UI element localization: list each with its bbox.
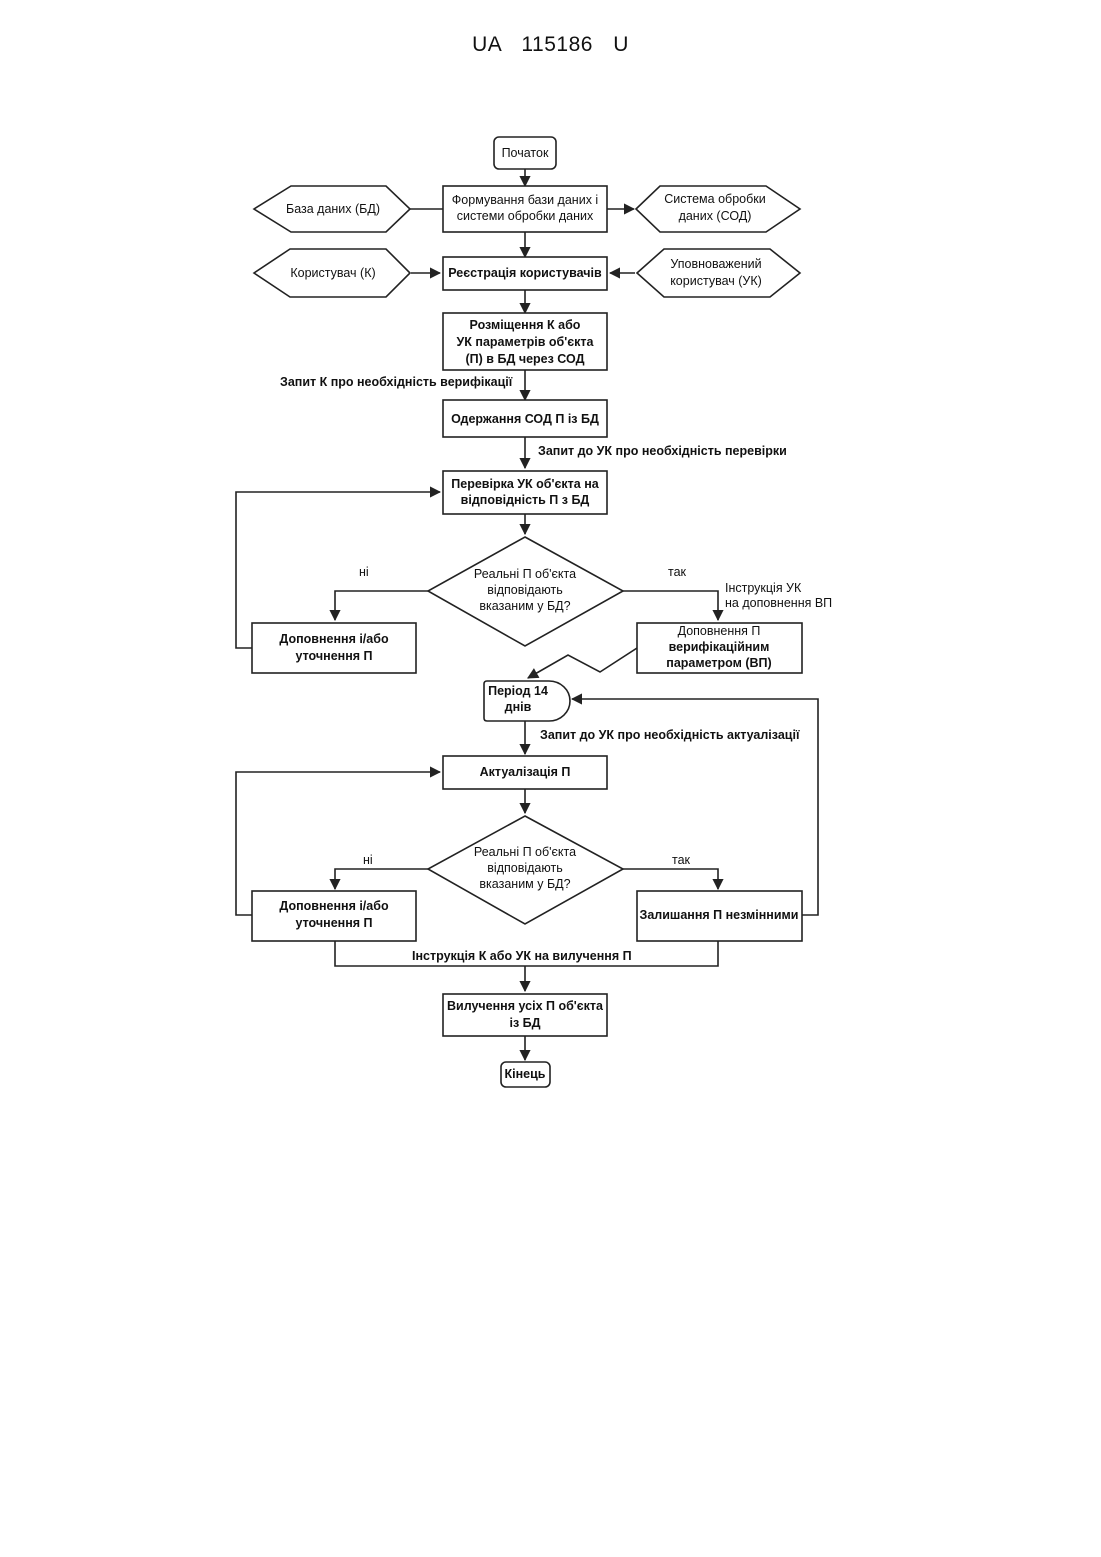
supplement-vp-node: Доповнення П верифікаційним параметром (… bbox=[637, 623, 802, 673]
remove-label-2: із БД bbox=[509, 1016, 540, 1030]
form-database-label-1: Формування бази даних і bbox=[452, 193, 598, 207]
decision-2-label-3: вказаним у БД? bbox=[479, 877, 570, 891]
start-label: Початок bbox=[502, 146, 549, 160]
keep-label: Залишання П незмінними bbox=[640, 908, 799, 922]
processing-system-label-2: даних (СОД) bbox=[679, 209, 752, 223]
end-node: Кінець bbox=[501, 1062, 550, 1087]
update-request-label: Запит до УК про необхідність актуалізаці… bbox=[540, 728, 800, 742]
processing-system-node: Система обробки даних (СОД) bbox=[636, 186, 800, 232]
supplement-vp-label-3: параметром (ВП) bbox=[666, 656, 771, 670]
decision-2-no-label: ні bbox=[363, 853, 373, 867]
period-node: Період 14 днів bbox=[484, 681, 570, 721]
decision-1-label-2: відповідають bbox=[487, 583, 562, 597]
decision-1-label-3: вказаним у БД? bbox=[479, 599, 570, 613]
check-label-1: Перевірка УК об'єкта на bbox=[451, 477, 599, 491]
registration-label: Реєстрація користувачів bbox=[448, 266, 602, 280]
period-label-2: днів bbox=[505, 700, 532, 714]
update-label: Актуалізація П bbox=[480, 765, 571, 779]
supplement-2-label-1: Доповнення і/або bbox=[279, 899, 389, 913]
remove-node: Вилучення усіх П об'єкта із БД bbox=[443, 994, 607, 1036]
user-label: Користувач (К) bbox=[290, 266, 375, 280]
verification-request-label: Запит К про необхідність верифікації bbox=[280, 375, 513, 389]
decision-2-node: Реальні П об'єкта відповідають вказаним … bbox=[428, 816, 623, 924]
authorized-user-node: Уповноважений користувач (УК) bbox=[637, 249, 800, 297]
database-label: База даних (БД) bbox=[286, 202, 380, 216]
user-node: Користувач (К) bbox=[254, 249, 410, 297]
start-node: Початок bbox=[494, 137, 556, 169]
placement-label-3: (П) в БД через СОД bbox=[466, 352, 585, 366]
decision-1-node: Реальні П об'єкта відповідають вказаним … bbox=[428, 537, 623, 646]
processing-system-label-1: Система обробки bbox=[664, 192, 765, 206]
receive-label: Одержання СОД П із БД bbox=[451, 412, 599, 426]
decision-2-yes-label: так bbox=[672, 853, 691, 867]
database-node: База даних (БД) bbox=[254, 186, 410, 232]
supplement-1-node: Доповнення і/або уточнення П bbox=[252, 623, 416, 673]
decision-1-no-label: ні bbox=[359, 565, 369, 579]
form-database-node: Формування бази даних і системи обробки … bbox=[443, 186, 607, 232]
check-node: Перевірка УК об'єкта на відповідність П … bbox=[443, 471, 607, 514]
remove-label-1: Вилучення усіх П об'єкта bbox=[447, 999, 604, 1013]
instruction-uk-label-1: Інструкція УК bbox=[725, 581, 802, 595]
registration-node: Реєстрація користувачів bbox=[443, 257, 607, 290]
placement-label-1: Розміщення К або bbox=[470, 318, 581, 332]
keep-node: Залишання П незмінними bbox=[637, 891, 802, 941]
supplement-2-label-2: уточнення П bbox=[296, 916, 373, 930]
supplement-1-label-2: уточнення П bbox=[296, 649, 373, 663]
supplement-1-label-1: Доповнення і/або bbox=[279, 632, 389, 646]
placement-label-2: УК параметрів об'єкта bbox=[457, 335, 595, 349]
period-label-1: Період 14 bbox=[488, 684, 548, 698]
receive-node: Одержання СОД П із БД bbox=[443, 400, 607, 437]
supplement-vp-label-1: Доповнення П bbox=[678, 624, 761, 638]
removal-instruction-label: Інструкція К або УК на вилучення П bbox=[412, 949, 632, 963]
decision-1-label-1: Реальні П об'єкта bbox=[474, 567, 576, 581]
authorized-user-label-2: користувач (УК) bbox=[670, 274, 762, 288]
decision-2-label-1: Реальні П об'єкта bbox=[474, 845, 576, 859]
end-label: Кінець bbox=[505, 1067, 546, 1081]
supplement-2-node: Доповнення і/або уточнення П bbox=[252, 891, 416, 941]
placement-node: Розміщення К або УК параметрів об'єкта (… bbox=[443, 313, 607, 370]
authorized-user-label-1: Уповноважений bbox=[670, 257, 761, 271]
form-database-label-2: системи обробки даних bbox=[457, 209, 594, 223]
supplement-vp-label-2: верифікаційним bbox=[669, 640, 770, 654]
decision-2-label-2: відповідають bbox=[487, 861, 562, 875]
check-request-label: Запит до УК про необхідність перевірки bbox=[538, 444, 787, 458]
check-label-2: відповідність П з БД bbox=[461, 493, 590, 507]
instruction-uk-label-2: на доповнення ВП bbox=[725, 596, 832, 610]
decision-1-yes-label: так bbox=[668, 565, 687, 579]
update-node: Актуалізація П bbox=[443, 756, 607, 789]
